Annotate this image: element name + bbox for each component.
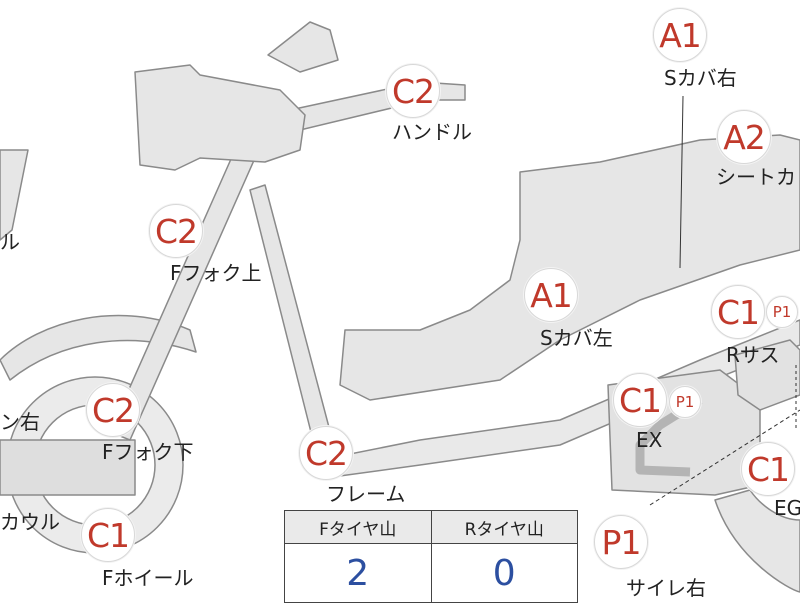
left-fairing — [0, 149, 29, 241]
grade-badge-r-suspension: C1 — [711, 285, 765, 339]
grade-badge-ex: C1 — [613, 373, 667, 427]
grade-badge-seat-cover: A2 — [717, 110, 771, 164]
leader-s-cover-right — [679, 95, 684, 269]
grade-badge-s-cover-right: A1 — [653, 8, 707, 62]
label-r-suspension: Rサス — [726, 343, 780, 367]
leader-silencer — [649, 409, 800, 506]
grade-badge-s-cover-left: A1 — [524, 268, 578, 322]
headlight — [267, 21, 339, 73]
label-seat-cover: シートカ — [716, 165, 796, 189]
grade-badge-handle: C2 — [386, 64, 440, 118]
label-s-cover-left: Sカバ左 — [540, 326, 613, 350]
label-s-cover-right: Sカバ右 — [664, 66, 737, 90]
frame-tube — [249, 184, 336, 461]
label-left-edge-3: カウル — [0, 510, 60, 534]
label-ex: EX — [636, 428, 663, 452]
front-tire-header: Fタイヤ山 — [284, 510, 432, 544]
label-left-edge-1: ル — [0, 230, 20, 254]
label-f-wheel: Fホイール — [102, 566, 194, 590]
exhaust-pipe — [635, 396, 703, 477]
label-f-fork-lower: Fフォク下 — [102, 440, 194, 464]
lower-frame — [319, 319, 800, 479]
rear-tire-header: Rタイヤ山 — [430, 510, 578, 544]
grade-badge-f-wheel: C1 — [81, 508, 135, 562]
label-f-fork-upper: Fフォク上 — [170, 261, 262, 285]
front-cowl — [134, 64, 306, 171]
label-silencer-right: サイレ右 — [626, 576, 706, 600]
front-tire-value: 2 — [284, 543, 432, 603]
rear-suspension — [734, 339, 800, 411]
cowl — [0, 439, 136, 496]
front-fender — [0, 314, 197, 381]
grade-badge-eg: C1 — [741, 442, 795, 496]
label-eg: EG — [774, 496, 800, 520]
label-handle: ハンドル — [392, 120, 472, 144]
label-frame: フレーム — [326, 482, 406, 506]
grade-badge-silencer-right: P1 — [594, 515, 648, 569]
rear-tire-value: 0 — [430, 543, 578, 603]
grade-badge-frame: C2 — [299, 426, 353, 480]
label-left-edge-2: ン右 — [0, 410, 40, 434]
subgrade-badge-r-suspension: P1 — [766, 296, 798, 328]
grade-badge-f-fork-lower: C2 — [86, 383, 140, 437]
grade-badge-f-fork-upper: C2 — [149, 204, 203, 258]
tire-tread-table: Fタイヤ山 Rタイヤ山 2 0 — [284, 510, 578, 603]
subgrade-badge-ex: P1 — [669, 386, 701, 418]
